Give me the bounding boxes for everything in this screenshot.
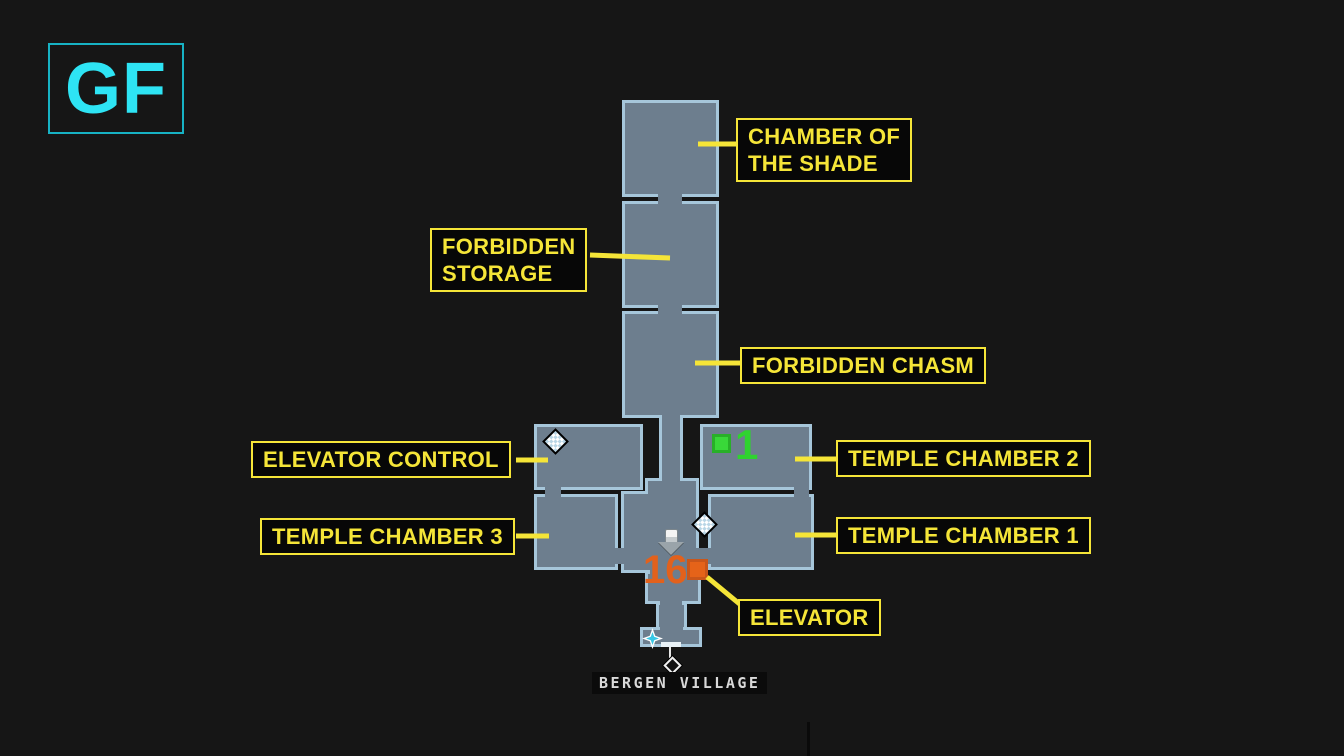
door-stem-foot [660,624,683,633]
door-temple2-temple1 [794,484,809,500]
room-temple-chamber-3 [534,494,618,570]
door-storage-chasm [658,302,682,317]
player-position-arrow-tip-icon [658,542,684,555]
label-elevator: ELEVATOR [738,599,881,636]
door-elevatorcontrol-temple3 [545,484,561,500]
label-text: CHAMBER OF [748,124,901,149]
room-temple-chamber-1 [708,494,814,570]
elevator-count: 16 [643,548,688,592]
item-square-green-icon [712,434,731,453]
door-chasm-corridor [662,413,680,421]
label-forbidden-storage: FORBIDDEN STORAGE [430,228,588,292]
temple-chamber-2-count: 1 [735,421,759,468]
door-corridor-hall [662,477,680,485]
label-text: ELEVATOR [750,605,869,630]
label-forbidden-chasm: FORBIDDEN CHASM [740,347,987,384]
faint-divider-line [807,722,810,756]
label-text: TEMPLE CHAMBER 3 [272,524,503,549]
door-shaft-stem [660,598,682,607]
label-text: FORBIDDEN [442,234,576,259]
village-exit-connector [669,647,671,658]
label-elevator-control: ELEVATOR CONTROL [251,441,511,478]
room-chamber-of-the-shade [622,100,719,197]
label-text: TEMPLE CHAMBER 2 [848,446,1079,471]
label-text: TEMPLE CHAMBER 1 [848,523,1079,548]
gamefaqs-logo: GF [48,43,184,134]
door-village-exit [661,642,681,647]
label-temple-chamber-3: TEMPLE CHAMBER 3 [260,518,515,555]
label-text: THE SHADE [748,151,878,176]
label-text: FORBIDDEN CHASM [752,353,975,378]
label-text: ELEVATOR CONTROL [263,447,499,472]
door-shade-storage [658,191,682,207]
label-temple-chamber-2: TEMPLE CHAMBER 2 [836,440,1091,477]
label-text: STORAGE [442,261,553,286]
door-hall-shaft [650,566,694,577]
gamefaqs-logo-text: GF [65,48,167,129]
door-hall-upper-main [648,488,696,498]
room-forbidden-chasm [622,311,719,418]
room-forbidden-storage [622,201,719,308]
label-chamber-of-the-shade: CHAMBER OF THE SHADE [736,118,913,182]
door-temple3-hall [612,548,627,564]
elevator-square-orange-icon [687,559,708,580]
corridor-chasm-to-hall [659,416,683,482]
pointer-elevator [705,575,744,608]
label-bergen-village: BERGEN VILLAGE [592,672,768,694]
label-temple-chamber-1: TEMPLE CHAMBER 1 [836,517,1091,554]
